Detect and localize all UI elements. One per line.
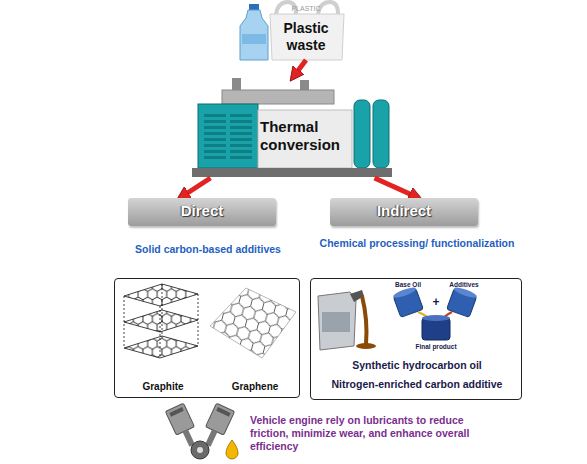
engine-icon bbox=[165, 403, 238, 459]
machine-icon bbox=[192, 78, 392, 177]
plus-sign: + bbox=[428, 296, 444, 308]
part-label: Additives bbox=[442, 281, 486, 289]
route-banner: Indirect bbox=[330, 198, 478, 226]
node-text: Chemical processing/ functionalization bbox=[311, 237, 523, 250]
source-node: Plastic waste bbox=[270, 16, 342, 60]
node-text: Thermal conversion bbox=[260, 118, 360, 154]
flow-arrow bbox=[180, 178, 211, 198]
graphite-figure bbox=[124, 284, 198, 358]
product-panel: Solid carbon-based additivesGraphiteGrap… bbox=[114, 278, 300, 398]
note-text: Vehicle engine rely on lubricants to red… bbox=[250, 414, 490, 453]
process-node: Thermal conversion bbox=[190, 78, 395, 178]
graphene-figure bbox=[210, 288, 296, 358]
product-panel: Chemical processing/ functionalizationSy… bbox=[310, 278, 522, 400]
bottle-icon bbox=[240, 4, 268, 60]
node-text: Synthetic hydrocarbon oil bbox=[315, 359, 519, 372]
node-text: Plastic waste bbox=[270, 20, 342, 54]
flow-arrow bbox=[375, 178, 419, 198]
part-label: Final product bbox=[406, 343, 466, 351]
bag-print: PLASTIC bbox=[286, 5, 326, 13]
node-text: Graphite bbox=[123, 380, 203, 393]
route-banner: Direct bbox=[128, 198, 276, 226]
node-text: Solid carbon-based additives bbox=[105, 243, 311, 256]
flow-arrow bbox=[293, 60, 307, 78]
barrels-icon bbox=[392, 286, 477, 340]
oil-can-icon bbox=[318, 290, 376, 350]
node-text: Nitrogen-enriched carbon additive bbox=[315, 378, 519, 391]
node-text: Graphene bbox=[213, 380, 297, 393]
node-text: Indirect bbox=[330, 198, 478, 224]
part-label: Base Oil bbox=[386, 281, 430, 289]
bag-icon bbox=[270, 2, 344, 60]
node-text: Direct bbox=[128, 198, 276, 224]
